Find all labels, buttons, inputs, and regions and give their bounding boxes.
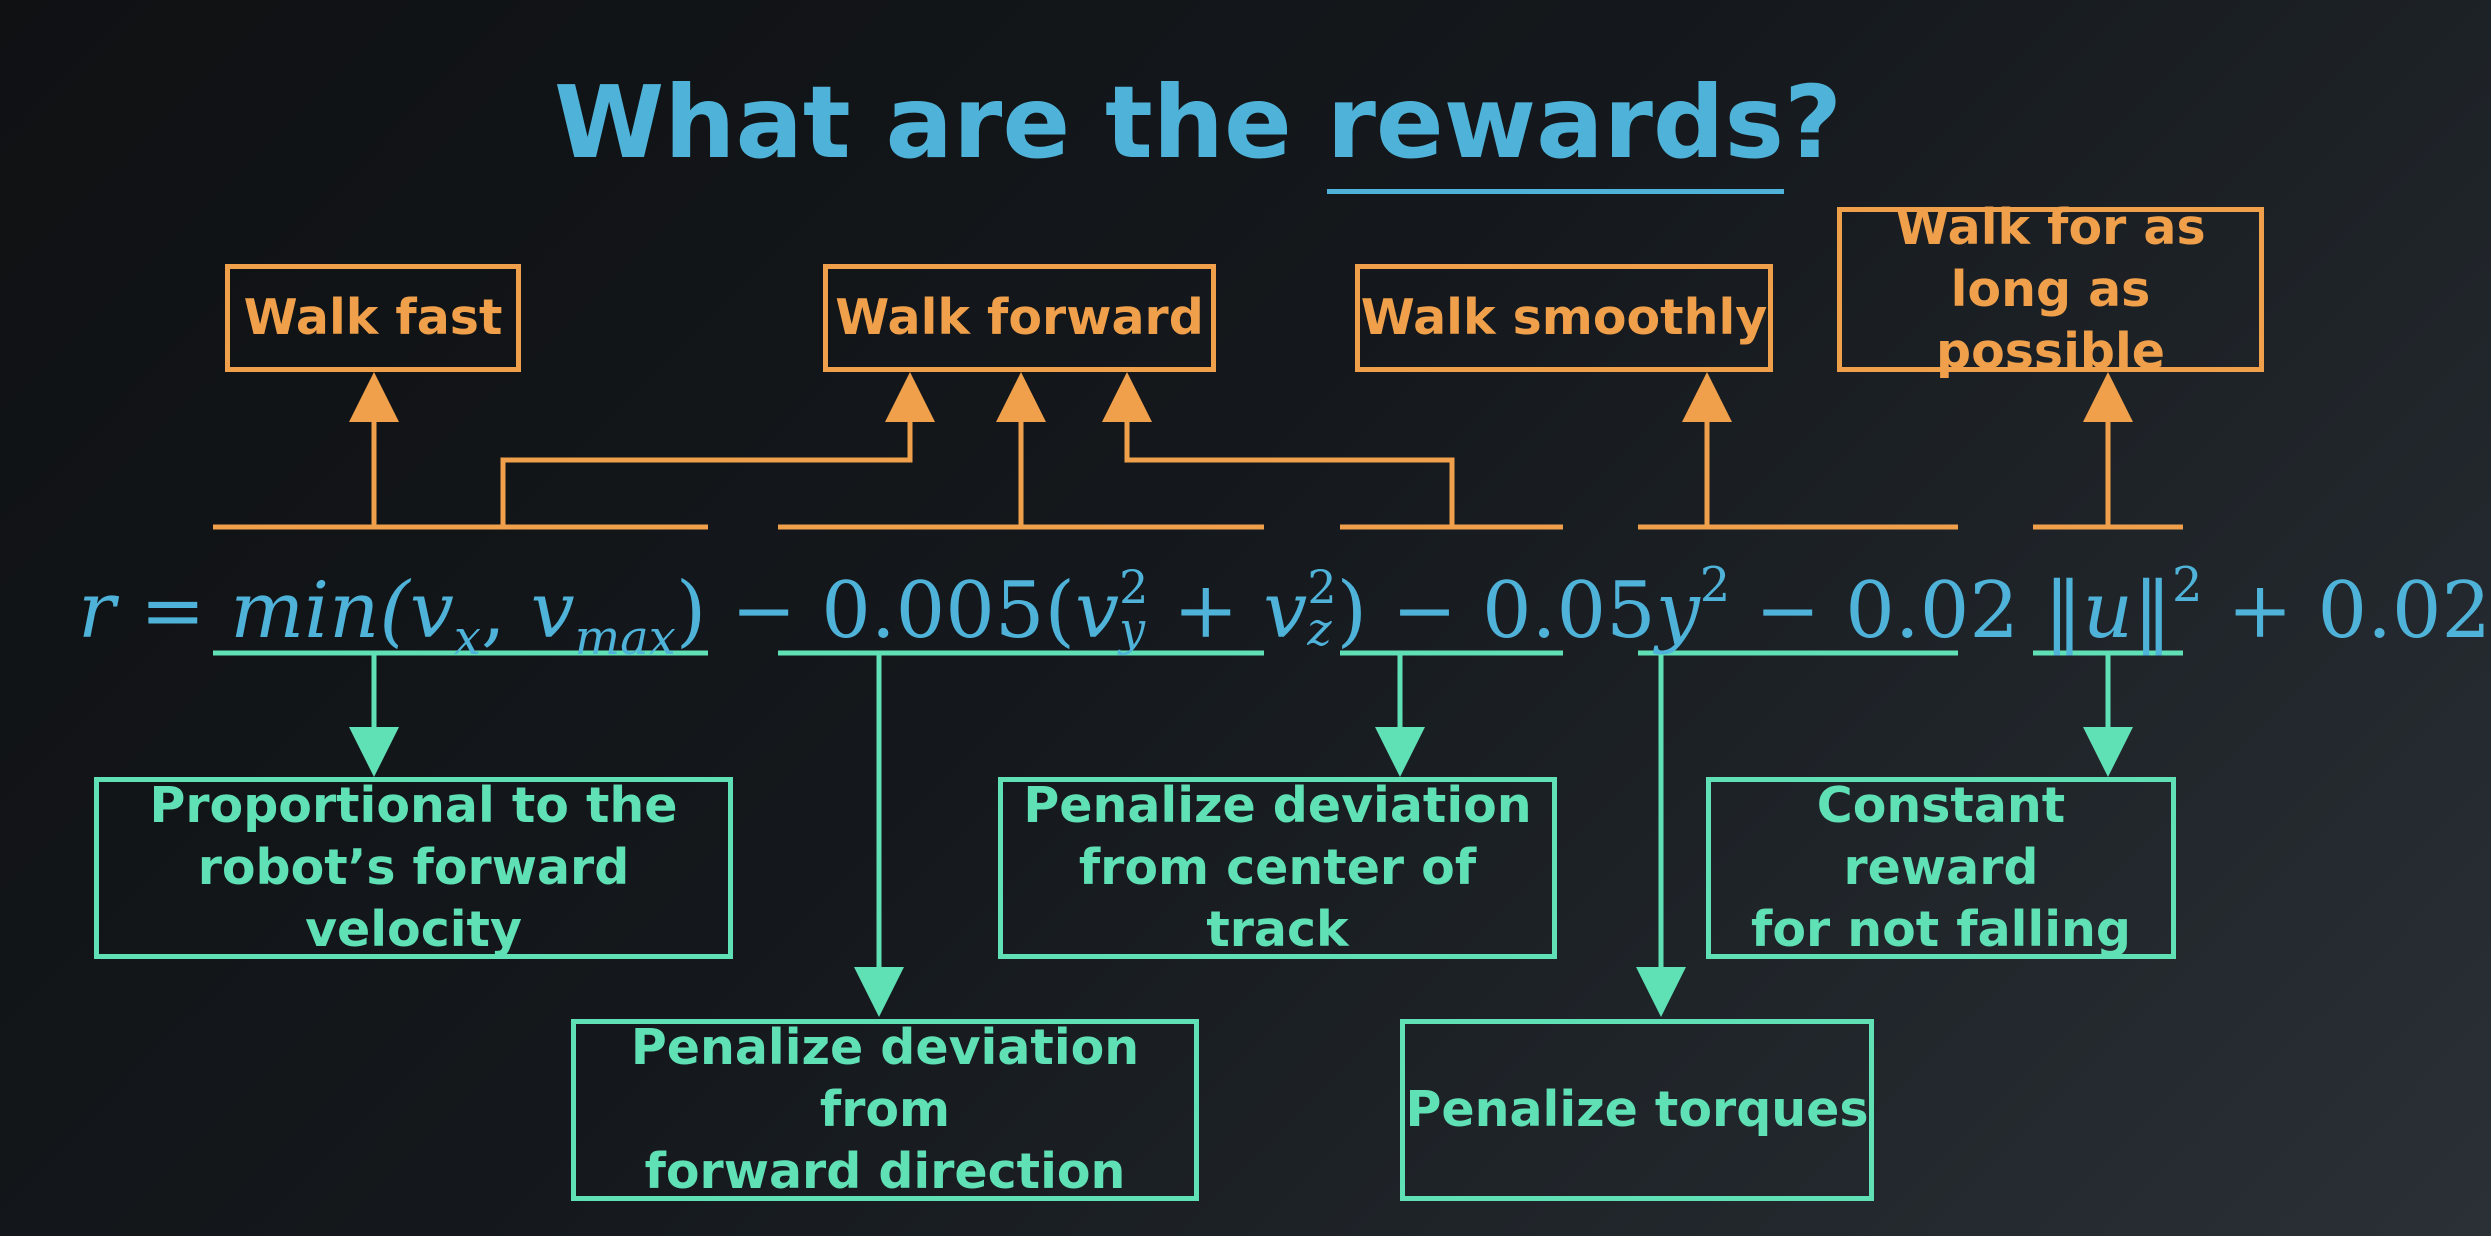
eq-term2-plus: +: [1148, 566, 1264, 656]
eq-term1-v2: v: [530, 566, 575, 656]
eq-term1-sub2: max: [574, 609, 676, 666]
explain-forward-velocity: Proportional to the robot’s forward velo…: [94, 777, 733, 959]
explain-torques: Penalize torques: [1400, 1019, 1874, 1201]
eq-op2: −: [1391, 566, 1458, 656]
goal-walk-smoothly: Walk smoothly: [1355, 264, 1773, 372]
goal-arrowheads: [349, 372, 2133, 422]
goal-label: Walk fast: [243, 289, 503, 346]
arrowhead: [854, 967, 904, 1017]
explain-not-falling: Constant reward for not falling: [1706, 777, 2176, 959]
eq-term2-v1: v: [1074, 566, 1120, 656]
goal-connectors: [213, 410, 2183, 530]
eq-term2-v2: v: [1263, 566, 1308, 656]
eq-term2-sup2: 2: [1307, 560, 1337, 615]
goal-label: Walk for as long as possible: [1895, 198, 2206, 380]
explain-label: Penalize deviation from forward directio…: [630, 1019, 1140, 1200]
explain-label: Proportional to the robot’s forward velo…: [149, 777, 678, 958]
eq-term1-comma: ,: [480, 566, 531, 656]
eq-op1: −: [731, 566, 797, 656]
eq-term1-fn: min(: [230, 566, 410, 656]
arrowhead: [349, 372, 399, 422]
arrowhead: [1636, 967, 1686, 1017]
explain-forward-direction: Penalize deviation from forward directio…: [571, 1019, 1199, 1201]
explain-label: Penalize deviation from center of track: [1023, 777, 1532, 958]
eq-term1-sub1: x: [453, 609, 481, 666]
connector-lines: [213, 372, 2183, 1017]
eq-term4-sup: 2: [2172, 557, 2203, 613]
explain-center-of-track: Penalize deviation from center of track: [998, 777, 1557, 959]
eq-op4: +: [2227, 566, 2293, 656]
title-emphasis: rewards: [1326, 64, 1785, 194]
eq-term2-sub1: y: [1119, 601, 1146, 656]
arrowhead: [1102, 372, 1152, 422]
goal-label: Walk smoothly: [1360, 289, 1768, 346]
title-suffix: ?: [1784, 64, 1843, 181]
goal-label: Walk forward: [835, 289, 1204, 346]
eq-equals: =: [140, 566, 206, 656]
eq-term2-coef: 0.005(: [821, 566, 1075, 656]
eq-term4-coef: 0.02: [1845, 566, 2044, 656]
goal-walk-fast: Walk fast: [225, 264, 521, 372]
eq-term5: 0.02: [2317, 566, 2491, 656]
eq-term2-close: ): [1336, 566, 1368, 656]
arrowhead: [349, 727, 399, 777]
eq-term1-v1: v: [409, 566, 454, 656]
title-prefix: What are the: [553, 64, 1327, 181]
eq-term3-sup: 2: [1699, 557, 1731, 613]
arrowhead: [2083, 727, 2133, 777]
explanation-arrowheads: [349, 727, 2133, 1017]
arrowhead: [885, 372, 935, 422]
explain-label: Constant reward for not falling: [1751, 777, 2131, 958]
eq-term2-sup1: 2: [1119, 560, 1149, 615]
arrowhead: [996, 372, 1046, 422]
explain-label: Penalize torques: [1405, 1081, 1869, 1138]
eq-term1-close: ): [675, 566, 707, 656]
eq-op3: −: [1755, 566, 1821, 656]
goal-walk-forward: Walk forward: [823, 264, 1216, 372]
eq-term4-norm: ‖u‖: [2043, 566, 2173, 656]
goal-walk-long: Walk for as long as possible: [1837, 199, 2264, 380]
slide: What are the rewards? Walk fast Walk for…: [0, 58, 2491, 1201]
arrowhead: [2083, 372, 2133, 422]
eq-term2-sub2: z: [1307, 601, 1332, 656]
slide-title: What are the rewards?: [0, 58, 2396, 208]
eq-lhs: r: [78, 566, 116, 656]
eq-term3-var: y: [1655, 566, 1700, 656]
arrowhead: [1375, 727, 1425, 777]
explanation-connectors: [213, 650, 2183, 980]
eq-term3-coef: 0.05: [1482, 566, 1656, 656]
arrowhead: [1682, 372, 1732, 422]
